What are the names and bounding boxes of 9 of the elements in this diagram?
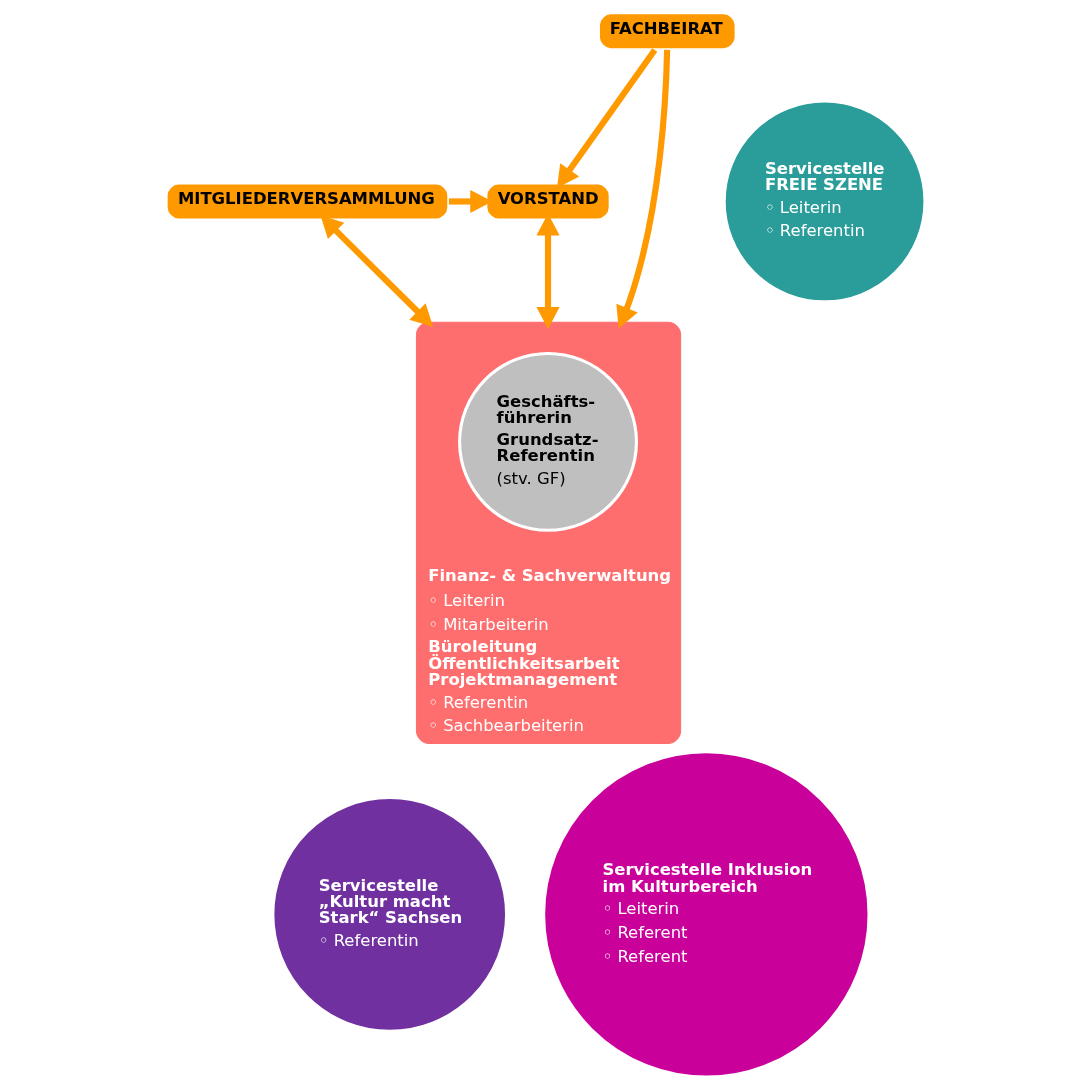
arrow: [320, 215, 434, 327]
node-circle: Servicestelle Inklusion im Kulturbereich ◦ Leiterin ◦ Referent ◦ Referent: [542, 750, 871, 1079]
node-box: FACHBEIRAT: [596, 11, 738, 52]
arrow: [556, 48, 658, 188]
node-circle: Servicestelle FREIE SZENE ◦ Leiterin ◦ Referentin: [722, 99, 927, 304]
node-circle: Geschäfts- führerin Grundsatz- Referentin (stv. GF): [458, 351, 638, 532]
arrow: [616, 49, 671, 329]
node-box: MITGLIEDERVERSAMMLUNG: [164, 181, 451, 222]
node-box: VORSTAND: [484, 181, 612, 222]
